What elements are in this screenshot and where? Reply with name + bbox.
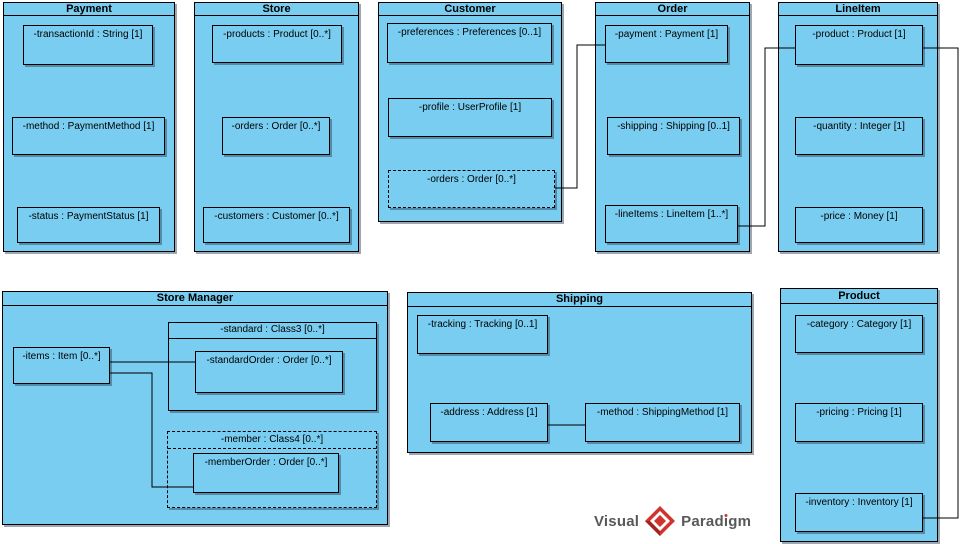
class-title: Customer <box>379 3 561 16</box>
attribute-label: -items : Item [0..*] <box>22 351 101 362</box>
attribute-box-items[interactable]: -items : Item [0..*] <box>13 347 110 384</box>
attribute-label: -status : PaymentStatus [1] <box>28 211 149 222</box>
attribute-box-products[interactable]: -products : Product [0..*] <box>212 25 342 63</box>
attribute-label: -category : Category [1] <box>806 319 912 330</box>
attribute-box-quantity[interactable]: -quantity : Integer [1] <box>795 117 923 155</box>
attribute-label: -price : Money [1] <box>820 211 898 222</box>
class-payment[interactable]: Payment <box>3 2 175 252</box>
class-title: Shipping <box>408 293 751 307</box>
attribute-label: -method : PaymentMethod [1] <box>22 121 155 132</box>
logo-paradigm-part2: gm <box>728 512 752 530</box>
attribute-label: -address : Address [1] <box>440 407 538 418</box>
attribute-box-address[interactable]: -address : Address [1] <box>430 403 548 442</box>
attribute-box-shipping[interactable]: -shipping : Shipping [0..1] <box>607 117 740 155</box>
class-title: LineItem <box>779 3 937 16</box>
attribute-box-method[interactable]: -method : PaymentMethod [1] <box>12 117 165 155</box>
attribute-label: -method : ShippingMethod [1] <box>596 407 729 418</box>
attribute-label: -shipping : Shipping [0..1] <box>617 121 730 132</box>
attribute-box-orders[interactable]: -orders : Order [0..*] <box>222 117 330 155</box>
class-customer[interactable]: Customer <box>378 2 562 222</box>
attribute-label: -transactionId : String [1] <box>33 29 143 40</box>
attribute-label: -pricing : Pricing [1] <box>816 407 902 418</box>
attribute-box-transactionid[interactable]: -transactionId : String [1] <box>23 25 153 65</box>
class-order[interactable]: Order <box>595 2 750 252</box>
attribute-label: -product : Product [1] <box>812 29 906 40</box>
class-title: Product <box>781 289 937 304</box>
attribute-box-pricing[interactable]: -pricing : Pricing [1] <box>795 403 923 442</box>
attribute-box-status[interactable]: -status : PaymentStatus [1] <box>17 207 160 243</box>
attribute-label: -memberOrder : Order [0..*] <box>204 457 328 468</box>
attribute-label: -preferences : Preferences [0..1] <box>397 27 542 38</box>
attribute-box-inventory[interactable]: -inventory : Inventory [1] <box>795 493 923 532</box>
attribute-label: -quantity : Integer [1] <box>813 121 905 132</box>
attribute-label: -standardOrder : Order [0..*] <box>206 355 332 366</box>
attribute-label: -lineItems : LineItem [1..*] <box>614 209 729 220</box>
attribute-label: -tracking : Tracking [0..1] <box>427 319 538 330</box>
attribute-box-preferences[interactable]: -preferences : Preferences [0..1] <box>387 23 552 63</box>
logo-word-visual: Visual <box>594 512 640 530</box>
attribute-label: -orders : Order [0..*] <box>427 174 516 185</box>
attribute-box-product[interactable]: -product : Product [1] <box>795 25 923 65</box>
attribute-box-price[interactable]: -price : Money [1] <box>795 207 923 243</box>
class-shipping[interactable]: Shipping <box>407 292 752 453</box>
class-title: Store Manager <box>3 292 387 306</box>
logo-paradigm-red-dot-i: ı <box>723 512 729 530</box>
attribute-box-memberorder[interactable]: -memberOrder : Order [0..*] <box>193 453 339 493</box>
attribute-label: -profile : UserProfile [1] <box>418 102 522 113</box>
class-title: Payment <box>4 3 174 16</box>
attribute-box-payment[interactable]: -payment : Payment [1] <box>605 25 728 63</box>
class-title: Store <box>195 3 358 16</box>
paradigm-diamond-icon <box>645 506 676 536</box>
visual-paradigm-logo: Visual Paradıgm <box>594 506 751 536</box>
attribute-label: -payment : Payment [1] <box>614 29 719 40</box>
class-title: Order <box>596 3 749 16</box>
class-product[interactable]: Product <box>780 288 938 542</box>
attribute-box-standardorder[interactable]: -standardOrder : Order [0..*] <box>195 351 343 393</box>
attribute-box-orders[interactable]: -orders : Order [0..*] <box>388 170 555 208</box>
attribute-label: -customers : Customer [0..*] <box>214 211 339 222</box>
attribute-box-lineitems[interactable]: -lineItems : LineItem [1..*] <box>605 205 738 243</box>
attribute-label: -member : Class4 [0..*] <box>168 432 376 449</box>
class-store-manager[interactable]: Store Manager <box>2 291 388 525</box>
attribute-box-tracking[interactable]: -tracking : Tracking [0..1] <box>417 315 548 354</box>
attribute-box-profile[interactable]: -profile : UserProfile [1] <box>388 98 552 137</box>
attribute-label: -orders : Order [0..*] <box>231 121 321 132</box>
attribute-box-method[interactable]: -method : ShippingMethod [1] <box>585 403 740 442</box>
logo-paradigm-part1: Parad <box>681 512 724 530</box>
attribute-label: -inventory : Inventory [1] <box>805 497 913 508</box>
attribute-box-customers[interactable]: -customers : Customer [0..*] <box>203 207 350 243</box>
group-box-standard[interactable]: -standard : Class3 [0..*] <box>168 322 377 411</box>
attribute-box-category[interactable]: -category : Category [1] <box>795 315 923 353</box>
attribute-label: -products : Product [0..*] <box>223 29 331 40</box>
logo-word-paradigm: Paradıgm <box>681 513 751 530</box>
class-store[interactable]: Store <box>194 2 359 252</box>
attribute-label: -standard : Class3 [0..*] <box>169 323 376 339</box>
